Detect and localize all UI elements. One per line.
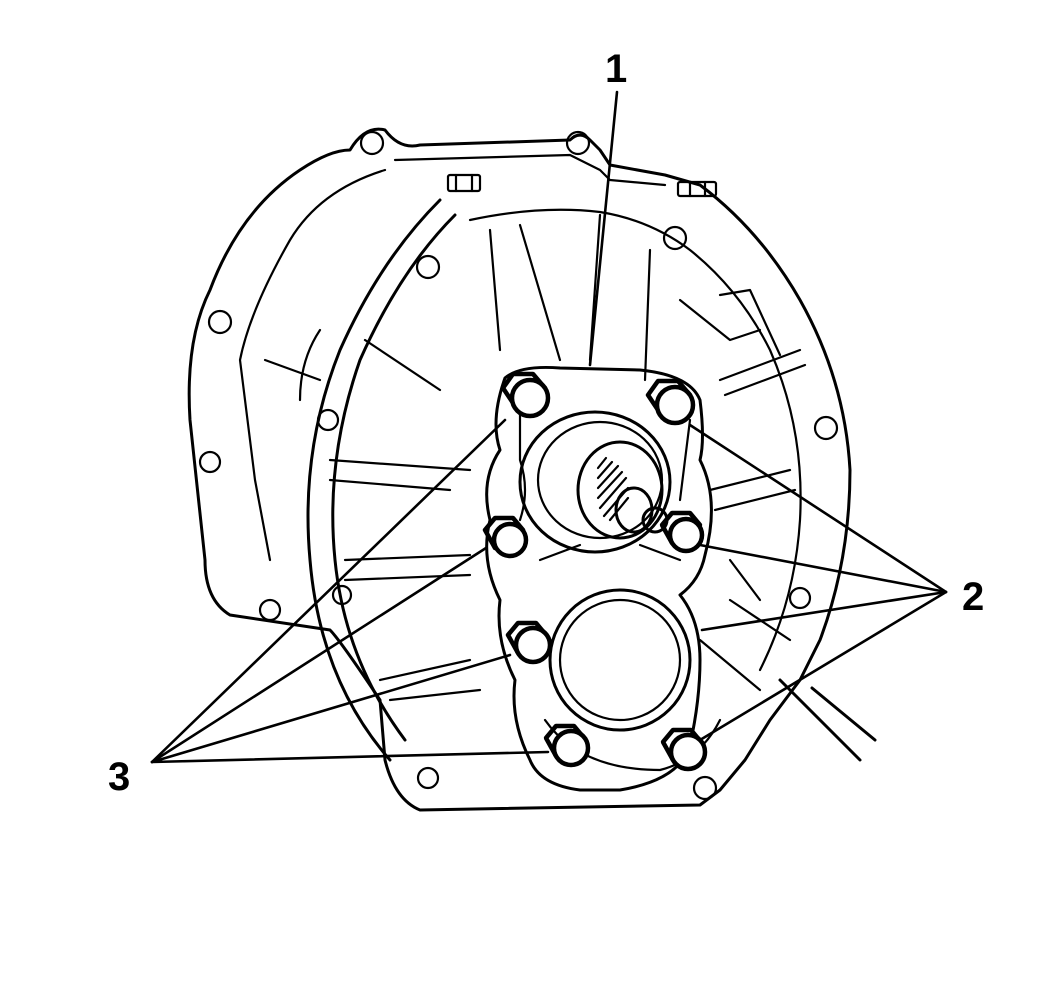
top-flange-bolts — [446, 173, 718, 198]
callout-3: 3 — [108, 755, 130, 799]
bolt-4 — [482, 515, 529, 559]
bolt-6 — [543, 723, 591, 768]
input-shaft — [518, 410, 672, 554]
bolt-2 — [645, 378, 696, 426]
bolt-1 — [500, 371, 551, 419]
leader-2c — [700, 590, 948, 632]
bolt-7 — [660, 727, 708, 772]
leader-3c — [150, 653, 512, 764]
leader-3d — [150, 750, 550, 764]
retainer-bolts — [482, 371, 708, 772]
leader-2b — [698, 543, 948, 594]
leader-3a — [150, 418, 507, 764]
leader-2d — [698, 590, 948, 742]
leader-2a — [688, 423, 948, 594]
bolt-3 — [659, 510, 705, 554]
shaft-splines — [596, 456, 630, 522]
case-mounting-holes — [198, 130, 839, 801]
callout-2: 2 — [962, 575, 984, 619]
leader-3b — [150, 546, 488, 764]
shift-rod — [698, 638, 877, 762]
leader-1 — [588, 90, 619, 367]
leader-lines — [150, 90, 948, 764]
transmission-case-outline — [187, 127, 852, 812]
callout-1: 1 — [605, 47, 627, 91]
bolt-5 — [505, 620, 553, 665]
callout-labels: 1 2 3 — [108, 47, 984, 799]
bellhousing-inner — [298, 198, 807, 762]
